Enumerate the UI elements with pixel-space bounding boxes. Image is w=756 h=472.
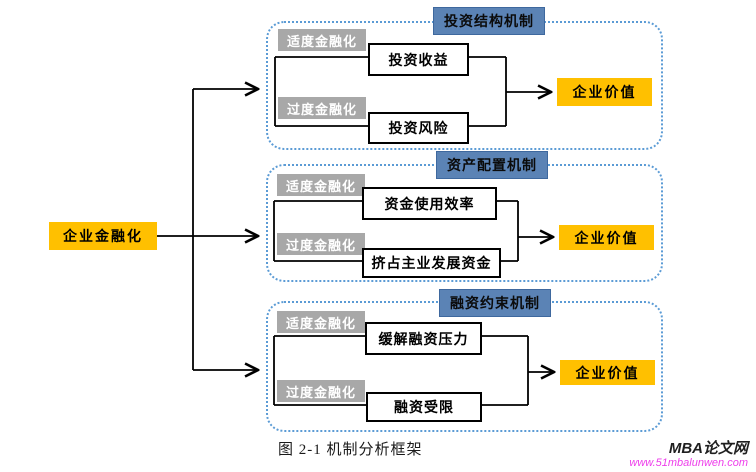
tab-investment-structure: 投资结构机制 xyxy=(433,7,545,35)
p1-excessive-label: 过度金融化 xyxy=(278,97,366,119)
p2-excessive-outcome: 挤占主业发展资金 xyxy=(362,248,501,278)
figure-caption: 图 2-1 机制分析框架 xyxy=(278,442,423,458)
watermark-site-url: www.51mbalunwen.com xyxy=(629,457,748,469)
watermark-site-name: MBA论文网 xyxy=(668,440,748,457)
watermark: MBA论文网 www.51mbalunwen.com xyxy=(629,440,748,470)
p3-moderate-label: 适度金融化 xyxy=(277,311,365,333)
p2-moderate-label: 适度金融化 xyxy=(277,174,365,196)
p2-result-enterprise-value: 企业价值 xyxy=(559,225,654,250)
p3-excessive-outcome: 融资受限 xyxy=(366,392,482,422)
p3-result-enterprise-value: 企业价值 xyxy=(560,360,655,385)
p3-moderate-outcome: 缓解融资压力 xyxy=(365,322,482,355)
p1-result-enterprise-value: 企业价值 xyxy=(557,78,652,106)
p2-excessive-label: 过度金融化 xyxy=(277,233,365,255)
p1-moderate-outcome: 投资收益 xyxy=(368,43,469,76)
tab-asset-allocation: 资产配置机制 xyxy=(436,151,548,179)
root-node-financialization: 企业金融化 xyxy=(49,222,157,250)
p1-moderate-label: 适度金融化 xyxy=(278,29,366,51)
p3-excessive-label: 过度金融化 xyxy=(277,380,365,402)
p2-moderate-outcome: 资金使用效率 xyxy=(362,187,497,220)
p1-excessive-outcome: 投资风险 xyxy=(368,112,469,144)
tab-financing-constraint: 融资约束机制 xyxy=(439,289,551,317)
